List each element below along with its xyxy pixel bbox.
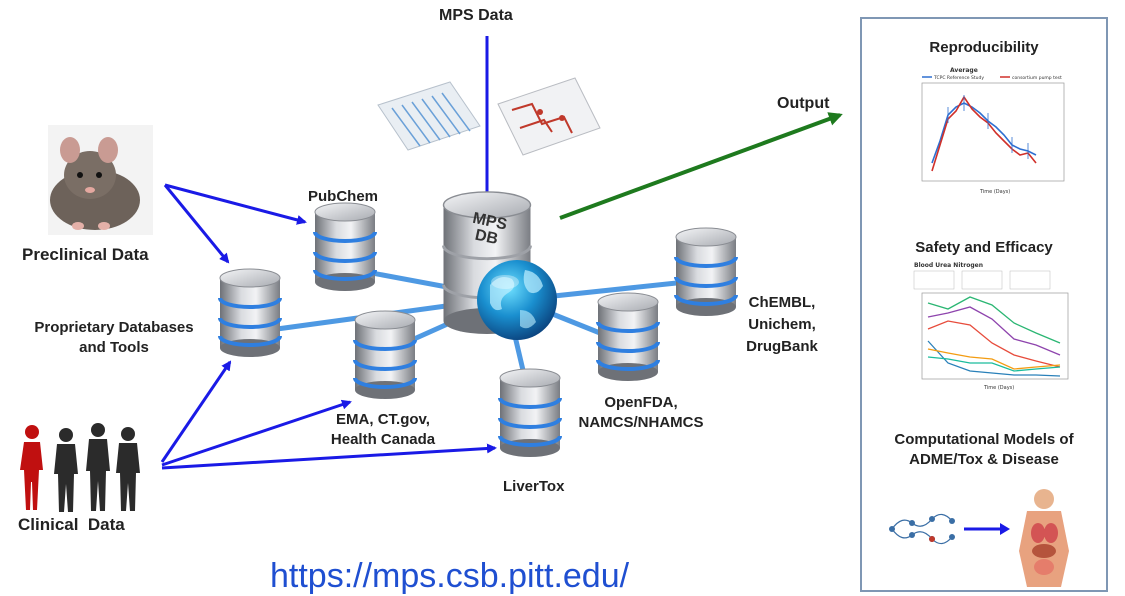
ema-label: EMA, CT.gov, Health Canada [322,410,444,450]
preclinical-data-label: Preclinical Data [22,245,149,264]
input-arrows [160,36,497,470]
chembl-line2: Unichem, [748,316,816,333]
ema-line1: EMA, CT.gov, [336,411,430,428]
pubchem-database-icon [313,201,377,293]
reproducibility-chart: Average TCPC Reference Study consortium … [921,67,1065,195]
computational-line2: ADME/Tox & Disease [909,451,1059,468]
human-anatomy-icon [1019,489,1069,587]
computational-line1: Computational Models of [894,431,1074,448]
computational-models-illustration [889,489,1069,587]
livertox-database-icon [498,367,562,459]
reproducibility-title: Reproducibility [929,39,1039,56]
chembl-label: ChEMBL, Unichem, DrugBank [734,292,830,358]
output-label: Output [777,95,830,112]
proprietary-line2: and Tools [79,339,149,356]
proprietary-line1: Proprietary Databases [34,319,194,336]
safety-efficacy-title: Safety and Efficacy [915,239,1053,256]
output-panel: Reproducibility Average TCPC Reference S… [860,17,1108,592]
computational-models-title: Computational Models of ADME/Tox & Disea… [862,430,1106,470]
mps-chip-device-icon [377,77,601,156]
chembl-line3: DrugBank [746,338,818,355]
ema-database-icon [353,309,417,401]
safety-chart-title: Blood Urea Nitrogen [914,262,983,269]
clinical-people-icon [20,423,140,512]
repro-legend-1: TCPC Reference Study [933,75,984,81]
rat-icon [48,125,153,235]
chembl-database-icon [674,226,738,318]
clinical-data-label: Clinical Data [18,515,125,534]
proprietary-databases-label: Proprietary Databases and Tools [20,318,208,358]
safety-efficacy-chart: Blood Urea Nitrogen Time (Days) [913,262,1069,391]
repro-chart-title: Average [950,67,978,74]
repro-legend-2: consortium pump test [1012,75,1062,81]
pubchem-label: PubChem [308,188,379,205]
openfda-line2: NAMCS/NHAMCS [578,414,704,431]
livertox-label: LiverTox [503,478,565,495]
openfda-line1: OpenFDA, [604,394,678,411]
mps-data-label: MPS Data [439,7,513,24]
output-arrow [559,112,843,220]
diagram-canvas [20,36,843,512]
openfda-label: OpenFDA, NAMCS/NHAMCS [578,393,704,433]
repro-x-label: Time (Days) [979,189,1010,195]
network-icon [891,513,953,545]
openfda-database-icon [596,291,660,383]
chembl-line1: ChEMBL, [748,294,816,311]
ema-line2: Health Canada [330,431,436,448]
safety-x-label: Time (Days) [983,385,1014,391]
globe-icon [477,260,557,340]
proprietary-database-icon [218,267,282,359]
